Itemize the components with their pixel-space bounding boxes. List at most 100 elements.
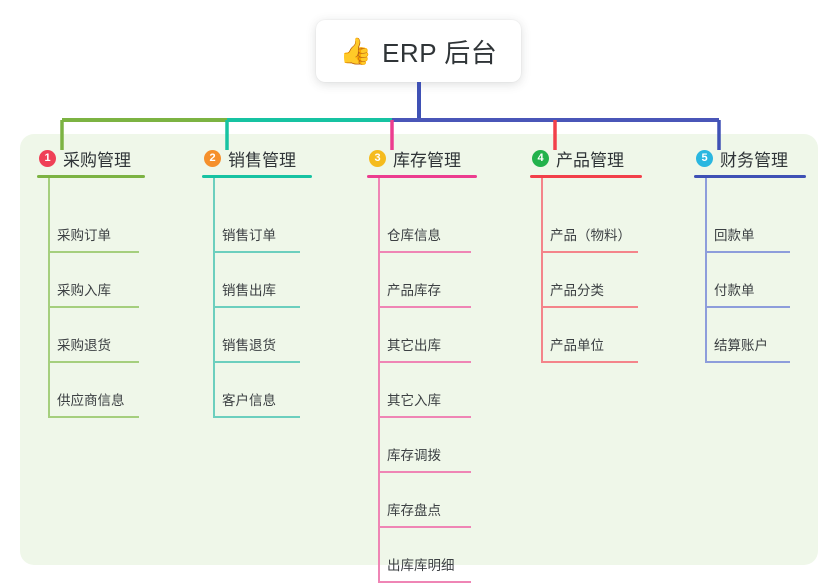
branch-item-label: 其它入库 (387, 393, 441, 408)
branch-item-underline (542, 306, 638, 308)
branch-item-label: 仓库信息 (387, 228, 441, 243)
branch-number-badge: 5 (696, 149, 713, 167)
branch-item-label: 结算账户 (714, 338, 768, 353)
branch-item-label: 回款单 (714, 228, 755, 243)
branch-item-underline (379, 306, 471, 308)
root-node[interactable]: 👍 ERP 后台 (316, 20, 521, 82)
branch-item[interactable]: 供应商信息 (37, 363, 159, 418)
branch-column-5: 5 财务管理回款单付款单结算账户 (694, 146, 806, 363)
branch-item[interactable]: 销售退货 (202, 308, 320, 363)
branch-item[interactable]: 采购退货 (37, 308, 159, 363)
branch-item-label: 销售出库 (222, 283, 276, 298)
branch-item[interactable]: 其它入库 (367, 363, 491, 418)
branch-item-label: 供应商信息 (57, 393, 125, 408)
branch-item-underline (49, 361, 139, 363)
branch-item-label: 客户信息 (222, 393, 276, 408)
branch-item-underline (214, 361, 300, 363)
branch-item-label: 付款单 (714, 283, 755, 298)
branch-header-4[interactable]: 4 产品管理 (530, 146, 642, 170)
branch-item-label: 库存盘点 (387, 503, 441, 518)
branch-title: 财务管理 (720, 150, 788, 170)
branch-item-label: 产品单位 (550, 338, 604, 353)
branch-item[interactable]: 采购订单 (37, 198, 159, 253)
branch-header-underline (37, 175, 145, 178)
branch-header-underline (202, 175, 312, 178)
branch-item[interactable]: 库存调拨 (367, 418, 491, 473)
branch-items: 仓库信息产品库存其它出库其它入库库存调拨库存盘点出库库明细 (367, 178, 477, 583)
branch-item-label: 库存调拨 (387, 448, 441, 463)
branch-header-2[interactable]: 2 销售管理 (202, 146, 312, 170)
branch-spine (541, 178, 543, 363)
branch-item-label: 出库库明细 (387, 558, 455, 573)
root-title: ERP 后台 (382, 37, 498, 68)
branch-item-label: 销售订单 (222, 228, 276, 243)
branch-item[interactable]: 销售出库 (202, 253, 320, 308)
branch-header-3[interactable]: 3 库存管理 (367, 146, 477, 170)
branch-number-badge: 3 (369, 149, 386, 167)
branch-column-3: 3 库存管理仓库信息产品库存其它出库其它入库库存调拨库存盘点出库库明细 (367, 146, 477, 583)
branch-item-label: 其它出库 (387, 338, 441, 353)
branch-items: 产品（物料） 产品分类产品单位 (530, 178, 642, 363)
branch-column-4: 4 产品管理产品（物料） 产品分类产品单位 (530, 146, 642, 363)
branch-header-underline (530, 175, 642, 178)
branch-item-underline (214, 251, 300, 253)
branch-item[interactable]: 产品分类 (530, 253, 658, 308)
branch-item-label: 采购入库 (57, 283, 111, 298)
branch-title: 库存管理 (393, 150, 461, 170)
thumbs-up-icon: 👍 (339, 36, 373, 66)
branch-item-label: 产品（物料） (550, 228, 631, 243)
branch-item[interactable]: 采购入库 (37, 253, 159, 308)
branch-item-underline (379, 416, 471, 418)
branch-items: 采购订单采购入库采购退货供应商信息 (37, 178, 145, 418)
branch-item-label: 销售退货 (222, 338, 276, 353)
branch-item-underline (542, 251, 638, 253)
branch-number-badge: 1 (39, 149, 56, 167)
branch-spine (48, 178, 50, 418)
branch-header-underline (367, 175, 477, 178)
branch-item[interactable]: 销售订单 (202, 198, 320, 253)
branch-item-label: 采购退货 (57, 338, 111, 353)
branch-item[interactable]: 仓库信息 (367, 198, 491, 253)
branch-item-label: 产品分类 (550, 283, 604, 298)
branch-header-5[interactable]: 5 财务管理 (694, 146, 806, 170)
branch-title: 产品管理 (556, 150, 624, 170)
branch-item-underline (706, 361, 790, 363)
branch-item[interactable]: 付款单 (694, 253, 810, 308)
branch-item-label: 产品库存 (387, 283, 441, 298)
branch-title: 销售管理 (228, 150, 296, 170)
branch-item-underline (214, 306, 300, 308)
branch-item[interactable]: 出库库明细 (367, 528, 491, 583)
branch-item[interactable]: 产品库存 (367, 253, 491, 308)
branch-item-underline (379, 471, 471, 473)
branch-item[interactable]: 客户信息 (202, 363, 320, 418)
branch-item[interactable]: 产品单位 (530, 308, 658, 363)
branch-item-underline (379, 251, 471, 253)
branch-item-underline (49, 416, 139, 418)
branch-item-underline (379, 581, 471, 583)
branch-item-underline (214, 416, 300, 418)
branch-item[interactable]: 其它出库 (367, 308, 491, 363)
branch-item-underline (706, 251, 790, 253)
branch-item[interactable]: 结算账户 (694, 308, 810, 363)
branch-item-underline (542, 361, 638, 363)
branch-spine (378, 178, 380, 583)
branch-item-underline (49, 251, 139, 253)
branch-spine (213, 178, 215, 418)
branches-panel (20, 134, 818, 565)
branch-item-underline (706, 306, 790, 308)
branch-item[interactable]: 产品（物料） (530, 198, 658, 253)
branch-column-2: 2 销售管理销售订单销售出库销售退货客户信息 (202, 146, 312, 418)
branch-item-underline (379, 361, 471, 363)
branch-item-underline (379, 526, 471, 528)
branch-item-label: 采购订单 (57, 228, 111, 243)
branch-number-badge: 4 (532, 149, 549, 167)
branch-items: 回款单付款单结算账户 (694, 178, 806, 363)
branch-items: 销售订单销售出库销售退货客户信息 (202, 178, 312, 418)
branch-number-badge: 2 (204, 149, 221, 167)
branch-item[interactable]: 库存盘点 (367, 473, 491, 528)
branch-header-underline (694, 175, 806, 178)
branch-item[interactable]: 回款单 (694, 198, 810, 253)
